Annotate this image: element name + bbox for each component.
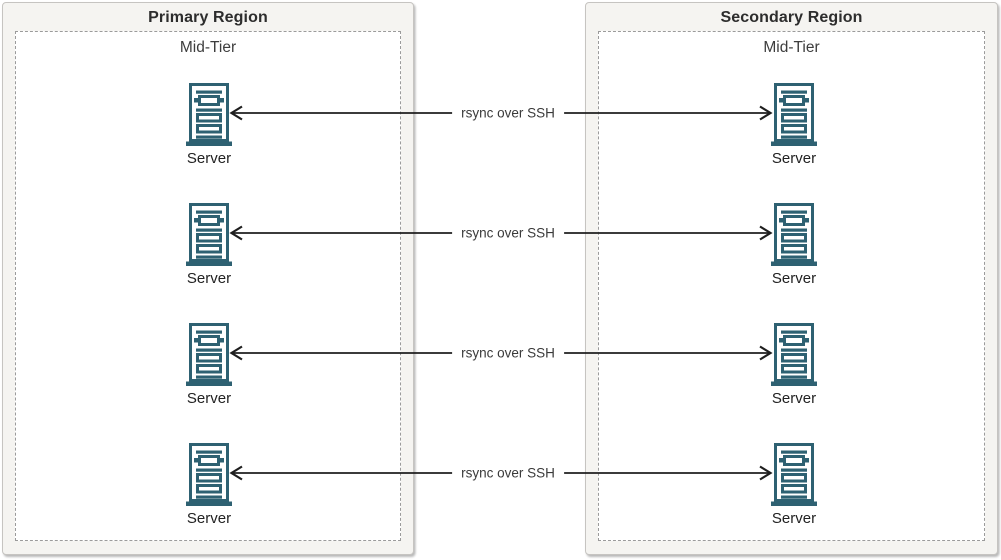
connection-label-3: rsync over SSH — [452, 344, 564, 362]
server-label: Server — [186, 390, 232, 407]
connection-label-4: rsync over SSH — [452, 464, 564, 482]
server-node-secondary-2: Server — [770, 203, 818, 288]
server-node-secondary-3: Server — [770, 323, 818, 408]
region-primary-title: Primary Region — [148, 9, 268, 26]
midtier-label-primary: Mid-Tier — [179, 39, 237, 56]
server-icon — [771, 203, 817, 266]
server-label: Server — [186, 510, 232, 527]
server-icon — [771, 443, 817, 506]
server-node-secondary-4: Server — [770, 443, 818, 528]
midtier-label-secondary: Mid-Tier — [763, 39, 820, 56]
server-label: Server — [771, 150, 817, 167]
connection-label-1: rsync over SSH — [452, 104, 564, 122]
server-label: Server — [771, 270, 817, 287]
server-label: Server — [186, 270, 232, 287]
server-node-secondary-1: Server — [770, 83, 818, 168]
server-icon — [771, 83, 817, 146]
connection-label-2: rsync over SSH — [452, 224, 564, 242]
server-node-primary-4: Server — [185, 443, 233, 528]
server-node-primary-1: Server — [185, 83, 233, 168]
region-secondary-title: Secondary Region — [720, 9, 863, 26]
server-label: Server — [186, 150, 232, 167]
server-icon — [771, 323, 817, 386]
server-node-primary-3: Server — [185, 323, 233, 408]
server-label: Server — [771, 510, 817, 527]
server-node-primary-2: Server — [185, 203, 233, 288]
server-label: Server — [771, 390, 817, 407]
server-icon — [186, 323, 232, 386]
server-icon — [186, 83, 232, 146]
server-icon — [186, 443, 232, 506]
server-icon — [186, 203, 232, 266]
